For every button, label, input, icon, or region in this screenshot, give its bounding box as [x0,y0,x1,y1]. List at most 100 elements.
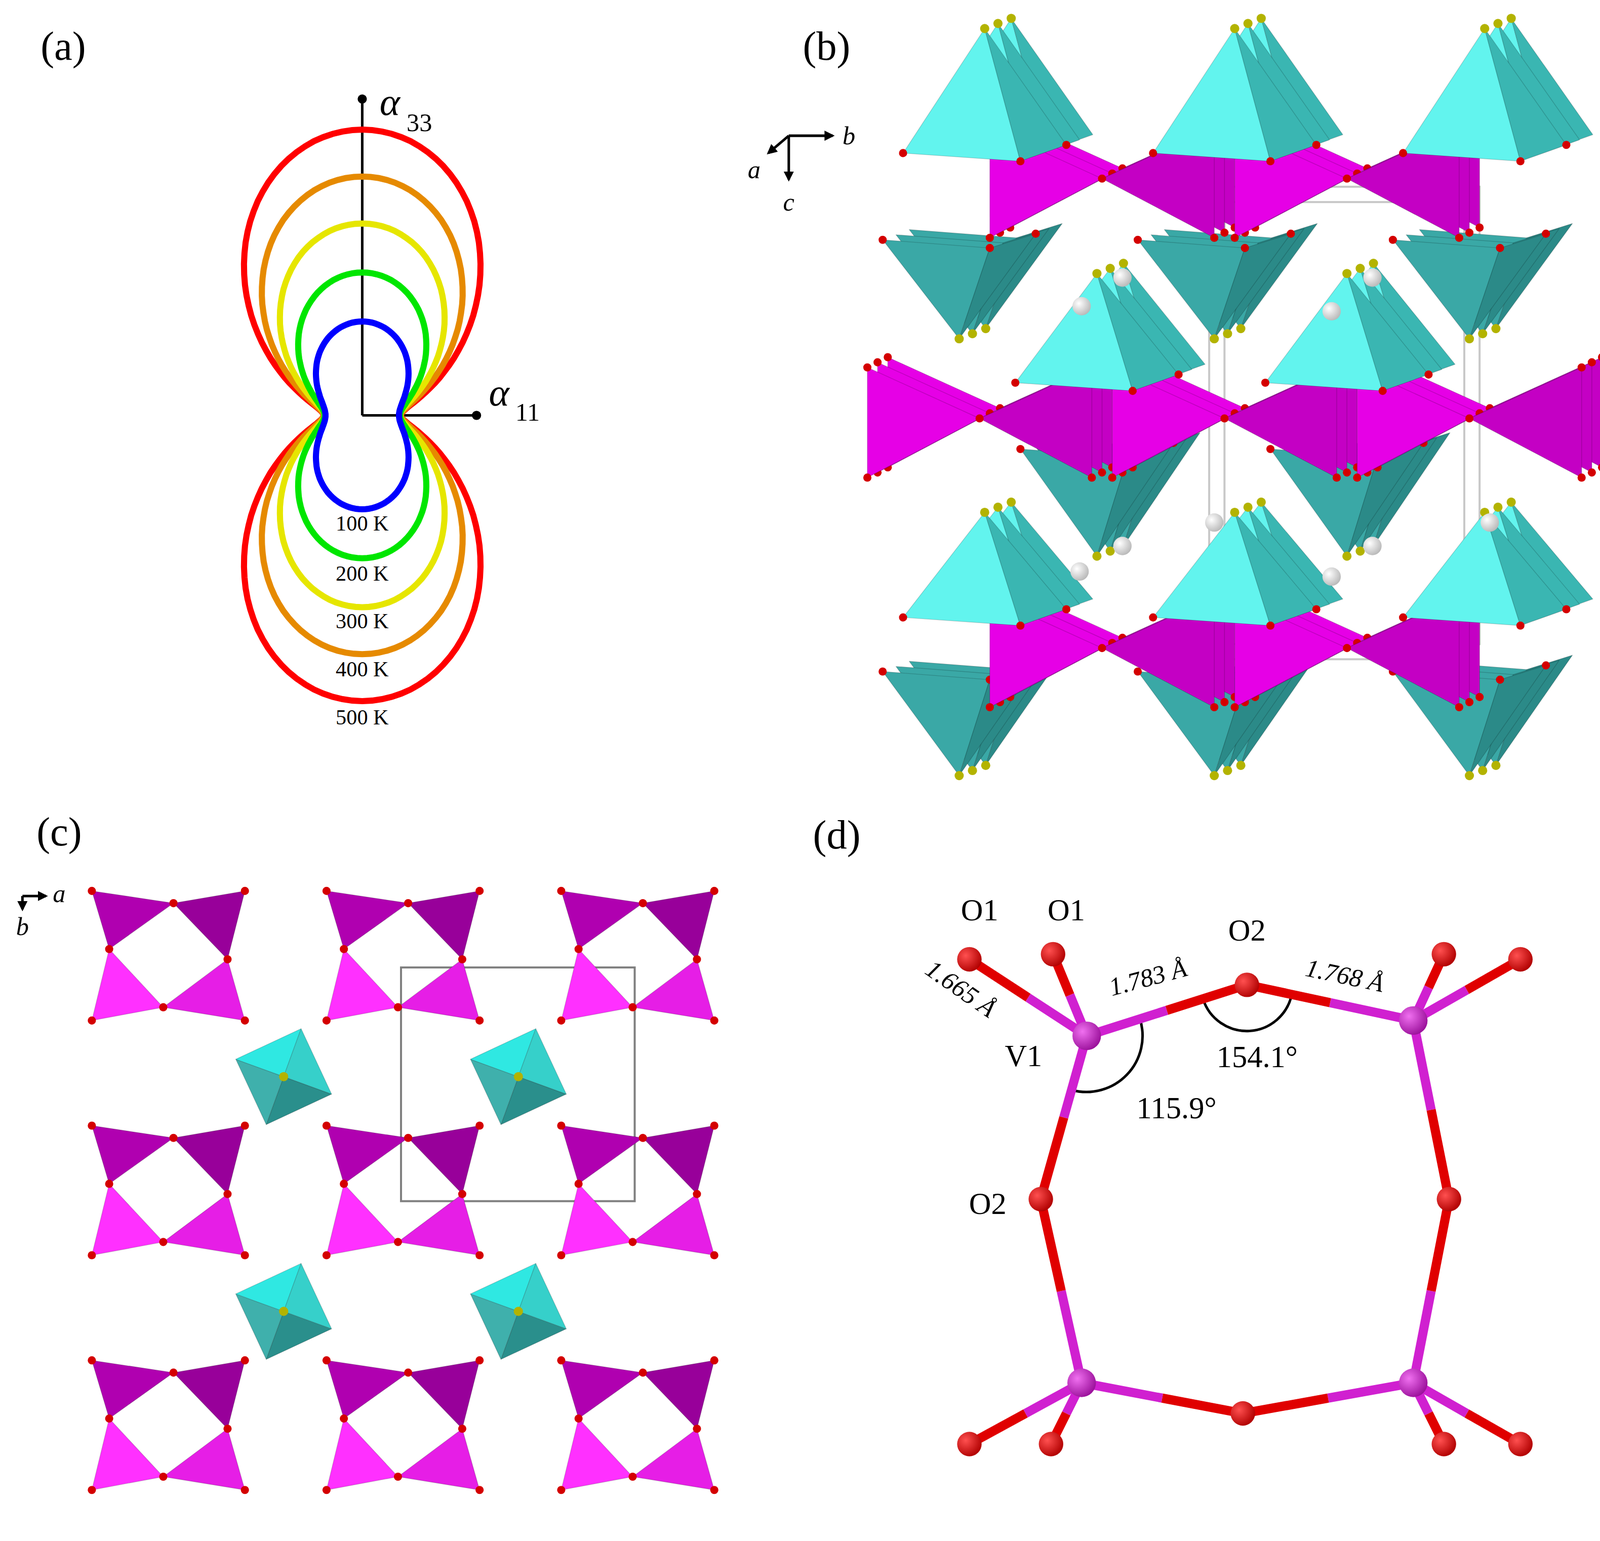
oxygen-atom [475,1121,484,1130]
oxygen-atom [710,1356,719,1365]
oxygen-atom [322,1121,331,1130]
oxygen-atom [1261,378,1270,387]
panel-label: (a) [40,25,86,67]
oxygen-atom [458,1190,467,1199]
oxygen-atom [1148,613,1157,622]
oxygen-atom [475,887,484,896]
apex-atom [1118,258,1129,268]
oxygen-atom [458,1424,467,1433]
apex-atom [1243,18,1253,28]
oxygen-atom [1220,228,1229,237]
vanadate-tetrahedron [326,1418,398,1491]
oxygen-atom [1286,229,1295,238]
angle-arc [1203,993,1292,1031]
vanadate-tetrahedron [91,1418,164,1491]
oxygen-atom [241,887,250,896]
oxygen-atom [863,363,872,372]
cation-atom [1363,268,1382,287]
cyan-polyhedron [283,1263,332,1330]
oxygen-atom [710,1486,719,1495]
oxygen-atom [1431,942,1456,967]
oxygen-atom [158,1237,168,1247]
oxygen-atom [1016,621,1025,630]
oxygen-atom [393,1003,403,1012]
oxygen-atom [87,1356,96,1365]
vanadate-tetrahedron [173,891,246,960]
vanadate-tetrahedron [632,959,714,1021]
oxygen-atom [556,1486,566,1495]
oxygen-atom [574,1414,583,1423]
vanadate-tetrahedron [173,1360,246,1429]
apex-atom [1236,324,1246,334]
cyan-polyhedron [283,1028,332,1095]
teal-tetrahedron [958,233,1036,340]
apex-atom [1464,771,1474,781]
oxygen-atom [985,703,994,712]
oxygen-atom [628,1237,637,1247]
oxygen-atom [1230,703,1239,712]
apex-atom [1342,551,1352,562]
bond [1162,1398,1243,1414]
apex-atom [1222,766,1232,776]
cation-atom [1113,268,1132,287]
expansion-curve [244,129,481,702]
apex-atom [1209,771,1219,781]
apex-atom [1493,502,1503,512]
temperature-label: 200 K [335,562,389,584]
vanadate-tetrahedron [561,1183,633,1256]
apex-atom [993,502,1003,512]
expansion-curve [298,272,427,558]
oxygen-atom [1087,473,1096,482]
oxygen-atom [105,1414,114,1423]
atom-label: O1 [961,894,999,926]
apex-atom [993,18,1003,28]
cyan-tetrahedron [984,512,1067,626]
vanadate-tetrahedron [632,1194,714,1256]
oxygen-atom [1266,445,1275,454]
oxygen-atom [1342,644,1351,653]
oxygen-atom [878,667,887,676]
oxygen-atom [404,1368,413,1377]
teal-tetrahedron [882,671,990,776]
teal-tetrahedron [1469,665,1546,776]
axis-arrow [787,135,790,180]
oxygen-atom [1587,468,1596,477]
oxygen-atom [475,1251,484,1260]
oxygen-atom [710,1016,719,1025]
vanadate-tetrahedron [643,1126,715,1195]
oxygen-atom [1388,235,1397,245]
oxygen-atom [556,1016,566,1025]
vanadate-tetrahedron [326,1126,409,1185]
apex-atom [1477,329,1488,339]
structure-panel [768,13,1600,781]
vanadate-tetrahedron [867,367,980,478]
oxygen-atom [1133,235,1142,245]
oxygen-atom [1562,140,1571,149]
apex-atom [980,507,990,517]
oxygen-atom [223,955,232,964]
oxygen-atom [1041,942,1066,967]
ring-panel [956,942,1533,1457]
oxygen-atom [1436,1186,1462,1212]
vanadate-tetrahedron [408,891,480,960]
oxygen-atom [1516,156,1525,166]
oxygen-atom [1577,363,1586,372]
vanadate-tetrahedron [1469,367,1582,478]
oxygen-atom [1508,1431,1533,1457]
cyan-tetrahedron [1484,28,1567,162]
oxygen-atom [404,1134,413,1143]
oxygen-atom [322,1251,331,1260]
center-atom [278,1072,289,1082]
oxygen-atom [692,1190,701,1199]
vanadate-tetrahedron [561,1360,643,1419]
oxygen-atom [393,1237,403,1247]
oxygen-atom [458,955,467,964]
apex-atom [1355,546,1365,556]
vanadate-tetrahedron [326,891,409,950]
apex-atom [1229,507,1239,517]
oxygen-atom [1495,675,1504,685]
axis-arrow [768,135,789,153]
oxygen-atom [87,1251,96,1260]
